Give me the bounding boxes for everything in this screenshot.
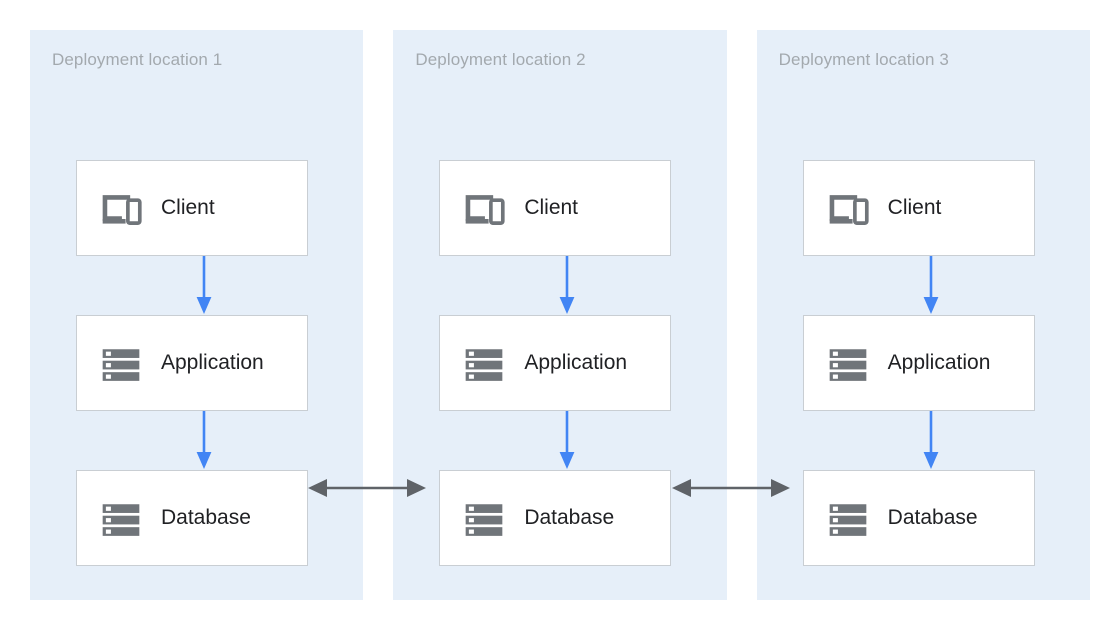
arrow-down-icon xyxy=(196,256,212,314)
node-label-client-1: Client xyxy=(161,196,215,219)
arrow-bidirectional-icon xyxy=(308,479,426,497)
connector-client-to-application-1 xyxy=(192,256,216,315)
node-label-database-1: Database xyxy=(161,506,251,529)
node-label-client-2: Client xyxy=(524,196,579,219)
deployment-location-panel-1: Deployment location 1 Client xyxy=(30,30,364,600)
server-stack-icon xyxy=(829,504,866,536)
arrow-down-icon xyxy=(923,256,939,314)
node-application-1[interactable]: Application xyxy=(76,315,308,411)
arrow-down-icon xyxy=(196,411,212,469)
panel-title-1: Deployment location 1 xyxy=(52,50,223,69)
panel-row: Deployment location 1 Client xyxy=(30,30,1090,600)
arrow-bidirectional-icon xyxy=(672,479,790,497)
server-stack-icon xyxy=(102,504,140,536)
server-stack-icon xyxy=(465,504,503,536)
node-client-2[interactable]: Client xyxy=(439,160,672,256)
panel-title-2: Deployment location 2 xyxy=(415,50,586,69)
devices-icon xyxy=(465,195,505,225)
server-stack-icon xyxy=(465,349,503,381)
arrow-down-icon xyxy=(559,256,575,314)
deployment-location-panel-2: Deployment location 2 Client xyxy=(393,30,727,600)
connector-client-to-application-2 xyxy=(555,256,579,315)
connector-database-1-to-database-2 xyxy=(308,473,426,503)
node-label-application-3: Application xyxy=(887,351,991,374)
node-database-1[interactable]: Database xyxy=(76,470,308,566)
connector-client-to-application-3 xyxy=(919,256,943,315)
deployment-location-panel-3: Deployment location 3 Client xyxy=(756,30,1090,600)
arrow-down-icon xyxy=(923,411,939,469)
connector-database-2-to-database-3 xyxy=(672,473,790,503)
node-label-database-2: Database xyxy=(524,506,615,529)
node-label-client-3: Client xyxy=(887,196,942,219)
node-label-database-3: Database xyxy=(887,506,978,529)
connector-application-to-database-3 xyxy=(919,411,943,470)
node-client-3[interactable]: Client xyxy=(802,160,1035,256)
node-database-3[interactable]: Database xyxy=(802,470,1035,566)
connector-application-to-database-1 xyxy=(192,411,216,470)
node-label-application-2: Application xyxy=(524,351,628,374)
devices-icon xyxy=(829,195,869,225)
devices-icon xyxy=(102,195,142,225)
arrow-down-icon xyxy=(559,411,575,469)
node-database-2[interactable]: Database xyxy=(439,470,672,566)
server-stack-icon xyxy=(829,349,866,381)
server-stack-icon xyxy=(102,349,140,381)
panel-title-3: Deployment location 3 xyxy=(778,50,949,69)
node-label-application-1: Application xyxy=(161,351,264,374)
node-application-3[interactable]: Application xyxy=(802,315,1035,411)
connector-application-to-database-2 xyxy=(555,411,579,470)
node-application-2[interactable]: Application xyxy=(439,315,672,411)
node-client-1[interactable]: Client xyxy=(76,160,308,256)
